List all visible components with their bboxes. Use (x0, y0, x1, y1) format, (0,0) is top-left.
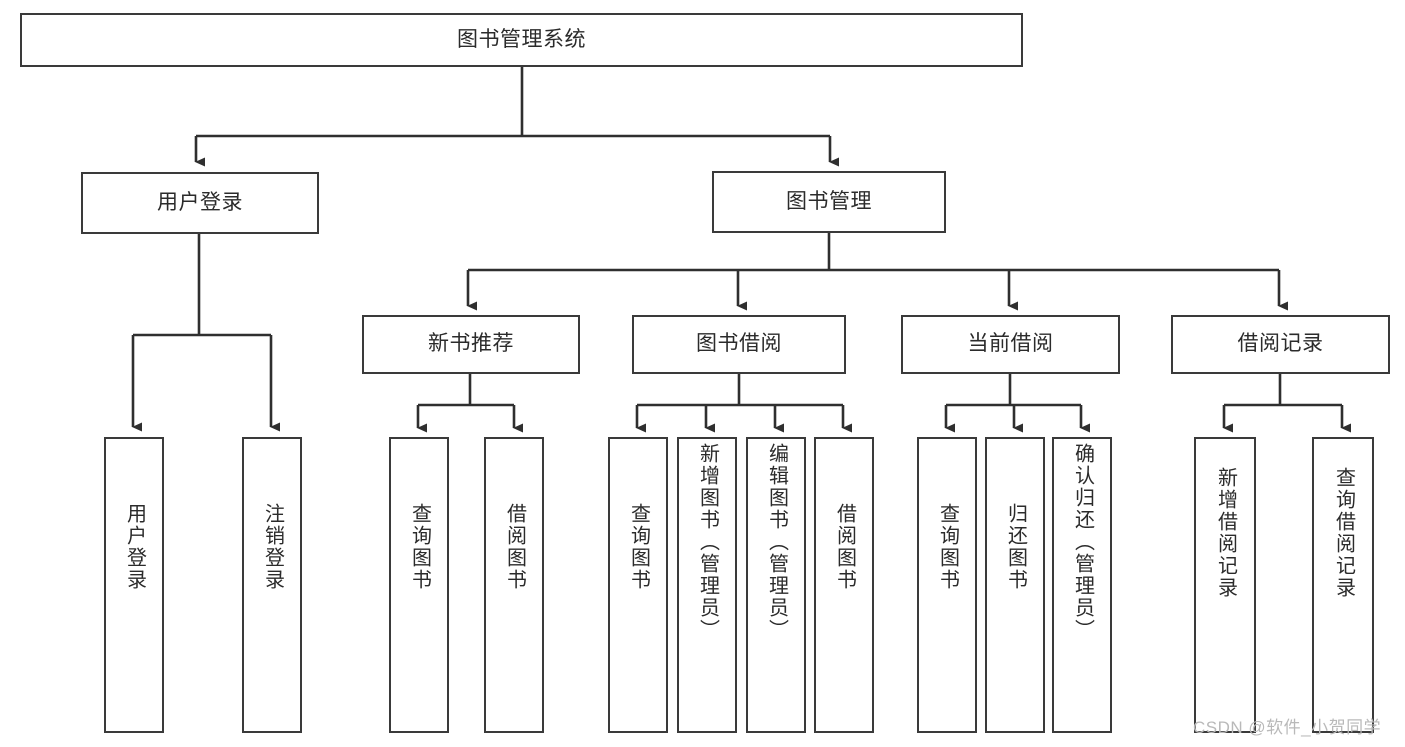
node-label: 图书管理系统 (457, 27, 586, 51)
leaf-confirm-return-admin[interactable]: 确认归还（管理员） (1052, 437, 1112, 733)
leaf-query-book-borrow[interactable]: 查询图书 (608, 437, 668, 733)
node-label: 查询图书 (936, 503, 959, 591)
node-label: 用户登录 (157, 190, 243, 214)
node-book-management[interactable]: 图书管理 (712, 171, 946, 233)
node-label: 查询图书 (627, 503, 650, 591)
leaf-user-login[interactable]: 用户登录 (104, 437, 164, 733)
node-label: 图书管理 (786, 189, 872, 213)
leaf-add-book-admin[interactable]: 新增图书（管理员） (677, 437, 737, 733)
node-label: 注销登录 (261, 503, 284, 591)
node-book-borrow[interactable]: 图书借阅 (632, 315, 846, 374)
leaf-add-borrow-record[interactable]: 新增借阅记录 (1194, 437, 1256, 733)
node-label: 当前借阅 (967, 332, 1054, 356)
node-root-system[interactable]: 图书管理系统 (20, 13, 1023, 67)
node-label: 编辑图书（管理员） (765, 443, 788, 641)
leaf-return-book[interactable]: 归还图书 (985, 437, 1045, 733)
node-user-login[interactable]: 用户登录 (81, 172, 319, 234)
node-label: 新增借阅记录 (1214, 467, 1237, 599)
node-label: 新增图书（管理员） (696, 443, 719, 641)
node-label: 借阅图书 (503, 503, 526, 591)
leaf-query-borrow-record[interactable]: 查询借阅记录 (1312, 437, 1374, 733)
node-label: 查询图书 (408, 503, 431, 591)
node-label: 图书借阅 (696, 332, 782, 356)
node-label: 确认归还（管理员） (1071, 443, 1094, 641)
leaf-edit-book-admin[interactable]: 编辑图书（管理员） (746, 437, 806, 733)
node-current-borrow[interactable]: 当前借阅 (901, 315, 1120, 374)
leaf-borrow-book-borrow[interactable]: 借阅图书 (814, 437, 874, 733)
leaf-query-book-current[interactable]: 查询图书 (917, 437, 977, 733)
node-label: 借阅记录 (1237, 332, 1324, 356)
node-label: 归还图书 (1004, 503, 1027, 591)
node-new-book-recommend[interactable]: 新书推荐 (362, 315, 580, 374)
node-borrow-record[interactable]: 借阅记录 (1171, 315, 1390, 374)
leaf-logout-login[interactable]: 注销登录 (242, 437, 302, 733)
node-label: 用户登录 (123, 503, 146, 591)
node-label: 借阅图书 (833, 503, 856, 591)
csdn-watermark: CSDN @软件_小贺同学 (1193, 718, 1382, 737)
leaf-query-book-recommend[interactable]: 查询图书 (389, 437, 449, 733)
node-label: 查询借阅记录 (1332, 467, 1355, 599)
node-label: 新书推荐 (428, 332, 514, 356)
leaf-borrow-book-recommend[interactable]: 借阅图书 (484, 437, 544, 733)
